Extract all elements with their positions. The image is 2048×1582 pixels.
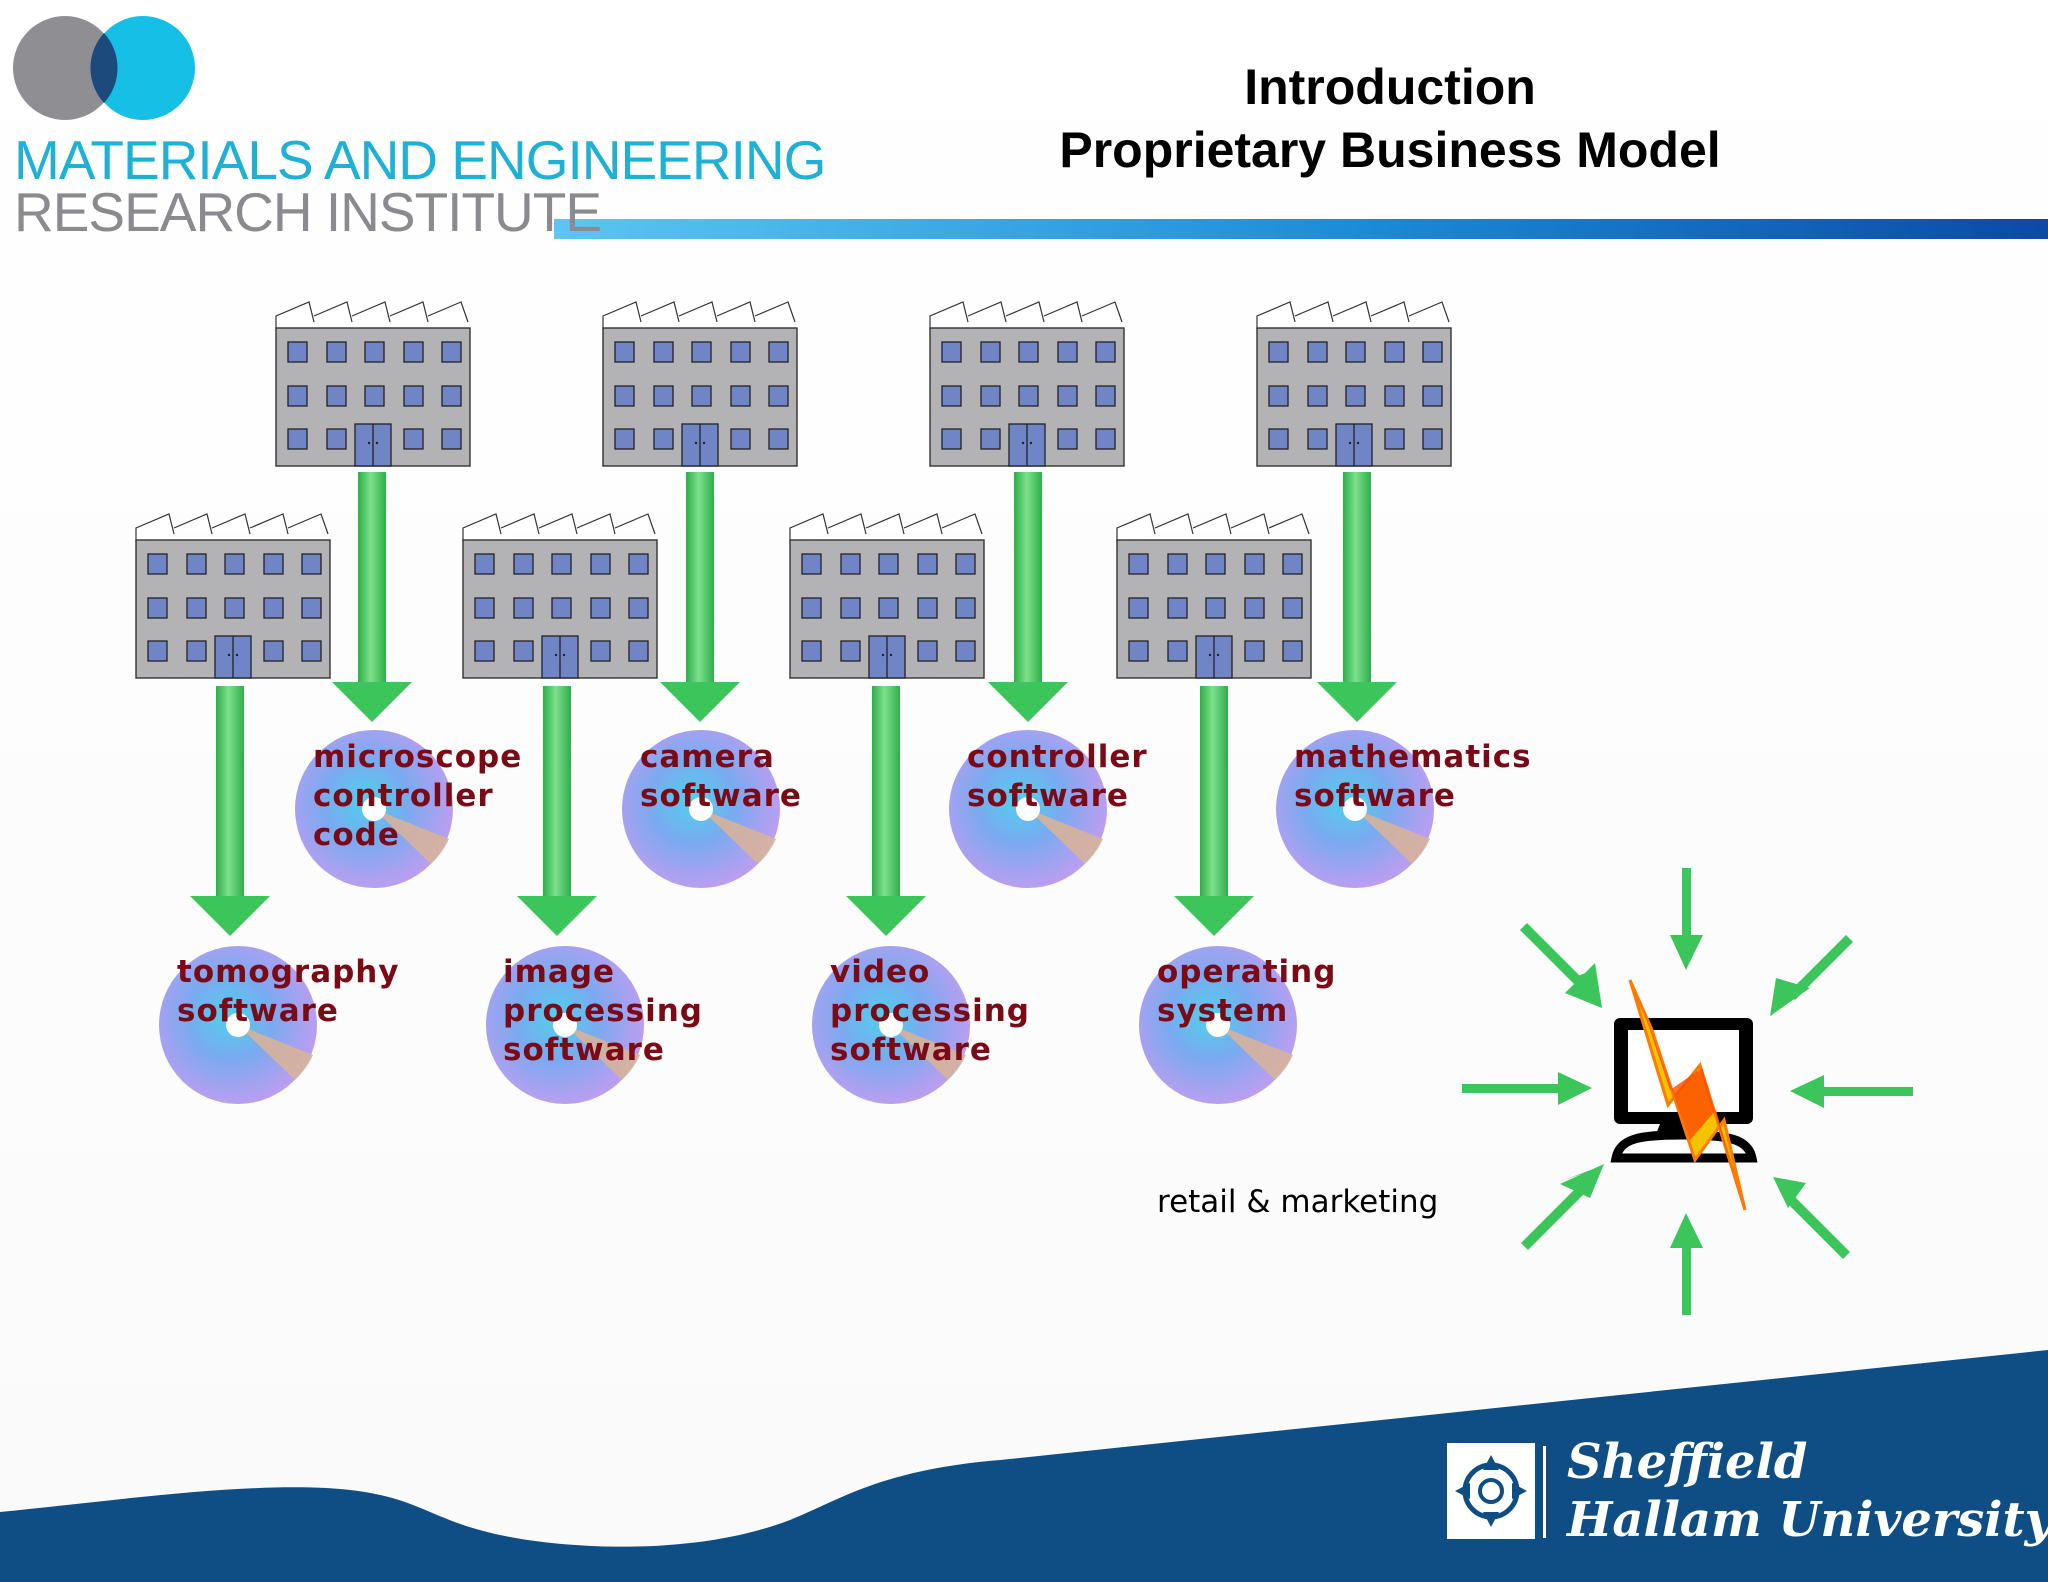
product-label-camera: camera software xyxy=(640,739,802,814)
product-label-controller: controller software xyxy=(967,739,1148,814)
lightning-bolt-icon xyxy=(1628,979,1747,1211)
product-label-microscope: microscope controller code xyxy=(313,739,523,853)
page-subtitle: Proprietary Business Model xyxy=(1059,122,1721,178)
product-label-image-processing: image processing software xyxy=(503,954,703,1068)
product-label-operating-system: operating system xyxy=(1157,954,1337,1029)
product-label-video-processing: video processing software xyxy=(830,954,1030,1068)
product-label-mathematics: mathematics software xyxy=(1294,739,1532,814)
retail-marketing-label: retail & marketing xyxy=(1157,1184,1439,1220)
university-name-line1: Sheffield xyxy=(1567,1434,1808,1490)
institute-name-line2: RESEARCH INSTITUTE xyxy=(14,181,602,243)
product-label-tomography: tomography software xyxy=(177,954,400,1029)
institute-name-line1: MATERIALS AND ENGINEERING xyxy=(14,129,826,191)
institute-logo-icon xyxy=(13,16,195,120)
university-crest-icon xyxy=(1447,1443,1546,1539)
page-title: Introduction xyxy=(1244,59,1536,115)
university-name-line2: Hallam University xyxy=(1567,1492,2048,1548)
